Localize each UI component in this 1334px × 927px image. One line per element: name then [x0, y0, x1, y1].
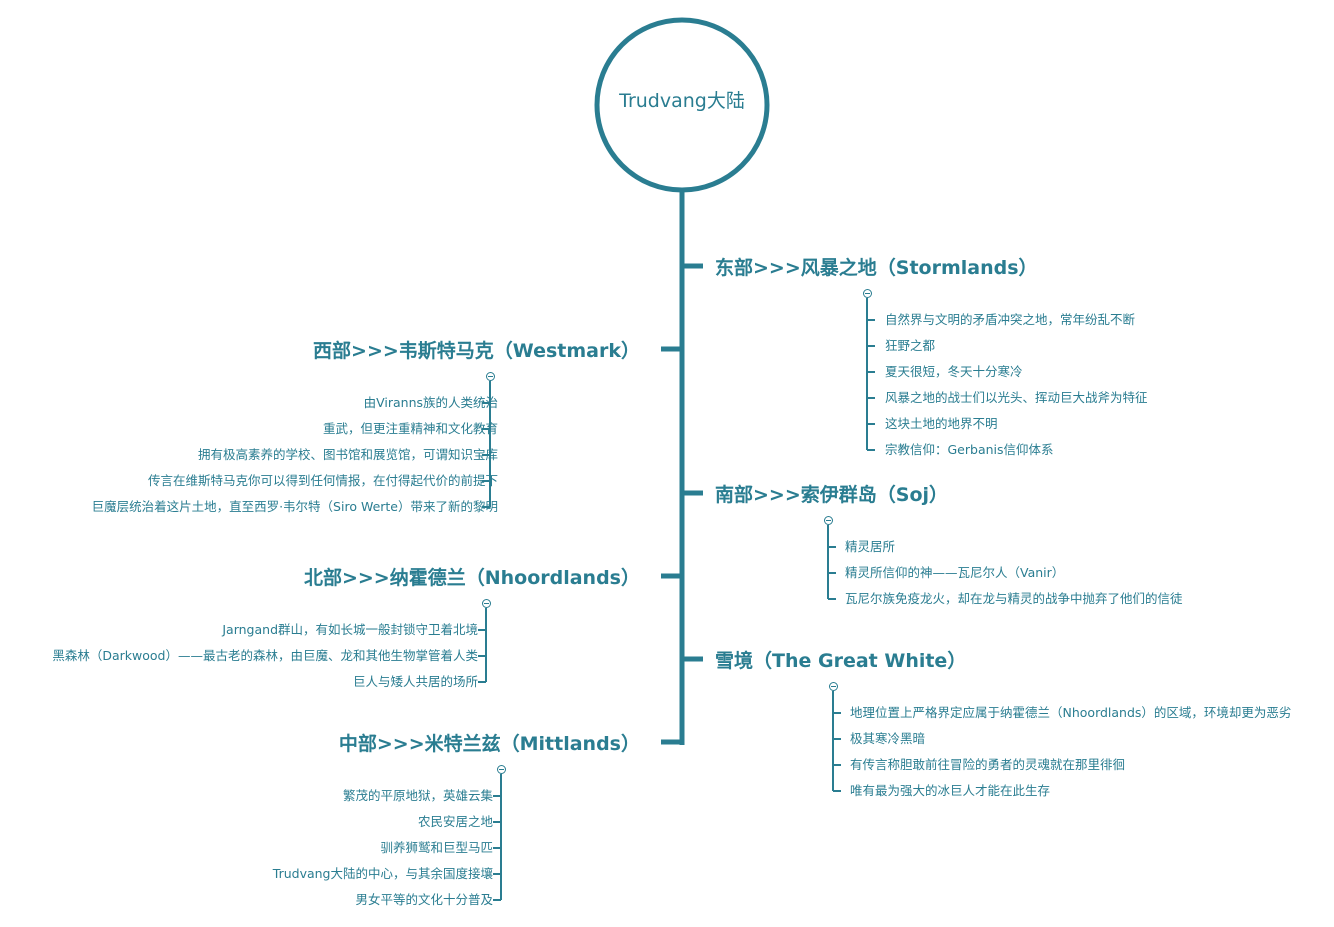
- collapse-toggle-icon[interactable]: [486, 372, 495, 381]
- leaf-item[interactable]: 精灵居所: [845, 539, 896, 554]
- root-node-label[interactable]: Trudvang大陆: [619, 90, 745, 112]
- leaf-item[interactable]: 极其寒冷黑暗: [850, 731, 926, 746]
- leaf-item[interactable]: 这块土地的地界不明: [885, 416, 998, 431]
- branch-title-middle[interactable]: 中部>>>米特兰兹（Mittlands）: [338, 733, 640, 755]
- leaf-item[interactable]: 有传言称胆敢前往冒险的勇者的灵魂就在那里徘徊: [850, 757, 1126, 772]
- leaf-item[interactable]: Jarngand群山，有如长城一般封锁守卫着北境: [222, 622, 478, 637]
- leaf-item[interactable]: 由Viranns族的人类统治: [363, 395, 498, 410]
- leaf-item[interactable]: 驯养狮鹫和巨型马匹: [380, 840, 493, 855]
- leaf-item[interactable]: 繁茂的平原地狱，英雄云集: [342, 788, 493, 803]
- leaf-item[interactable]: 农民安居之地: [417, 814, 493, 829]
- branch-title-west[interactable]: 西部>>>韦斯特马克（Westmark）: [313, 340, 640, 362]
- leaf-item[interactable]: 精灵所信仰的神——瓦尼尔人（Vanir）: [845, 565, 1065, 580]
- leaf-item[interactable]: 拥有极高素养的学校、图书馆和展览馆，可谓知识宝库: [197, 447, 498, 462]
- leaf-item[interactable]: 地理位置上严格界定应属于纳霍德兰（Nhoordlands）的区域，环境却更为恶劣: [850, 705, 1292, 720]
- leaf-item[interactable]: 男女平等的文化十分普及: [355, 892, 493, 907]
- leaf-item[interactable]: 巨人与矮人共居的场所: [352, 674, 478, 689]
- leaf-item[interactable]: 瓦尼尔族免疫龙火，却在龙与精灵的战争中抛弃了他们的信徒: [845, 591, 1183, 606]
- collapse-toggle-icon[interactable]: [482, 599, 491, 608]
- collapse-toggle-icon[interactable]: [824, 516, 833, 525]
- leaf-item[interactable]: 夏天很短，冬天十分寒冷: [885, 364, 1023, 379]
- leaf-item[interactable]: 巨魔层统治着这片土地，直至西罗·韦尔特（Siro Werte）带来了新的黎明: [91, 499, 498, 514]
- collapse-toggle-icon[interactable]: [497, 765, 506, 774]
- leaf-item[interactable]: 传言在维斯特马克你可以得到任何情报，在付得起代价的前提下: [147, 473, 498, 488]
- leaf-item[interactable]: Trudvang大陆的中心，与其余国度接壤: [272, 866, 493, 881]
- leaf-item[interactable]: 自然界与文明的矛盾冲突之地，常年纷乱不断: [885, 312, 1136, 327]
- branch-title-south[interactable]: 南部>>>索伊群岛（Soj）: [715, 484, 949, 506]
- leaf-item[interactable]: 风暴之地的战士们以光头、挥动巨大战斧为特征: [885, 390, 1148, 405]
- leaf-item[interactable]: 唯有最为强大的冰巨人才能在此生存: [850, 783, 1051, 798]
- collapse-toggle-icon[interactable]: [863, 289, 872, 298]
- branch-title-north[interactable]: 北部>>>纳霍德兰（Nhoordlands）: [303, 567, 640, 589]
- branch-title-white[interactable]: 雪境（The Great White）: [715, 650, 967, 672]
- leaf-item[interactable]: 宗教信仰：Gerbanis信仰体系: [885, 442, 1054, 457]
- branch-title-east[interactable]: 东部>>>风暴之地（Stormlands）: [715, 257, 1038, 279]
- leaf-item[interactable]: 重武，但更注重精神和文化教育: [322, 421, 498, 436]
- collapse-toggle-icon[interactable]: [829, 682, 838, 691]
- leaf-item[interactable]: 黑森林（Darkwood）——最古老的森林，由巨魔、龙和其他生物掌管着人类: [52, 648, 478, 663]
- leaf-item[interactable]: 狂野之都: [885, 338, 936, 353]
